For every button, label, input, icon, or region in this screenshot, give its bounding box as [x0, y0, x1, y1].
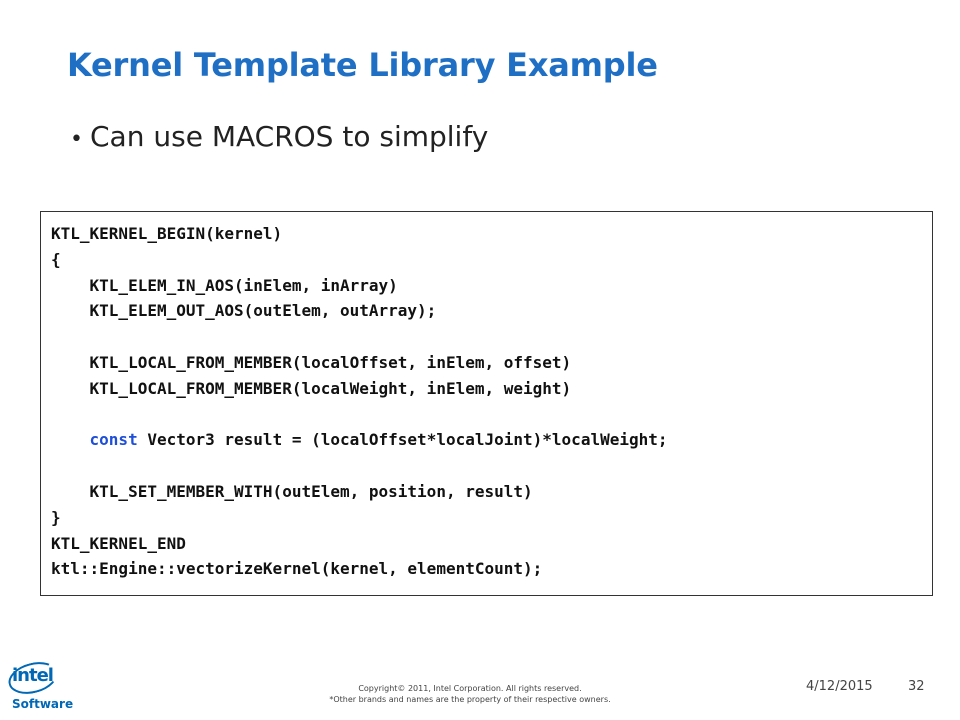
code-keyword: const [51, 430, 138, 450]
logo-brand-text: intel [12, 665, 54, 686]
slide-date: 4/12/2015 [806, 679, 873, 694]
bullet-list: • Can use MACROS to simplify [70, 120, 488, 153]
bullet-dot: • [70, 127, 83, 152]
bullet-item: • Can use MACROS to simplify [70, 120, 488, 153]
code-line: } [51, 507, 61, 527]
copyright-line: Copyright© 2011, Intel Corporation. All … [358, 684, 582, 693]
code-text: Vector3 result = (localOffset*localJoint… [137, 430, 668, 450]
code-line: ktl::Engine::vectorizeKernel(kernel, ele… [51, 559, 543, 579]
code-line: KTL_ELEM_OUT_AOS(outElem, outArray); [51, 301, 437, 321]
copyright-notice: Copyright© 2011, Intel Corporation. All … [300, 683, 640, 705]
code-line [51, 402, 932, 428]
code-line: KTL_LOCAL_FROM_MEMBER(localOffset, inEle… [51, 352, 572, 372]
code-line: { [51, 249, 61, 269]
code-line: KTL_SET_MEMBER_WITH(outElem, position, r… [51, 481, 533, 501]
code-line: KTL_ELEM_IN_AOS(inElem, inArray) [51, 275, 398, 295]
code-line: KTL_LOCAL_FROM_MEMBER(localWeight, inEle… [51, 378, 572, 398]
code-line [51, 453, 932, 479]
intel-software-logo: intel Software [4, 657, 73, 715]
code-line-const: const Vector3 result = (localOffset*loca… [51, 427, 932, 453]
bullet-text: Can use MACROS to simplify [90, 120, 489, 153]
code-line [51, 324, 932, 350]
trademark-line: *Other brands and names are the property… [329, 695, 611, 704]
slide-title: Kernel Template Library Example [67, 46, 658, 84]
code-line: KTL_KERNEL_BEGIN(kernel) [51, 224, 283, 243]
code-block: KTL_KERNEL_BEGIN(kernel) { KTL_ELEM_IN_A… [40, 211, 933, 596]
logo-sub-text: Software [12, 697, 74, 711]
page-number: 32 [908, 679, 925, 694]
code-line: KTL_KERNEL_END [51, 533, 186, 553]
